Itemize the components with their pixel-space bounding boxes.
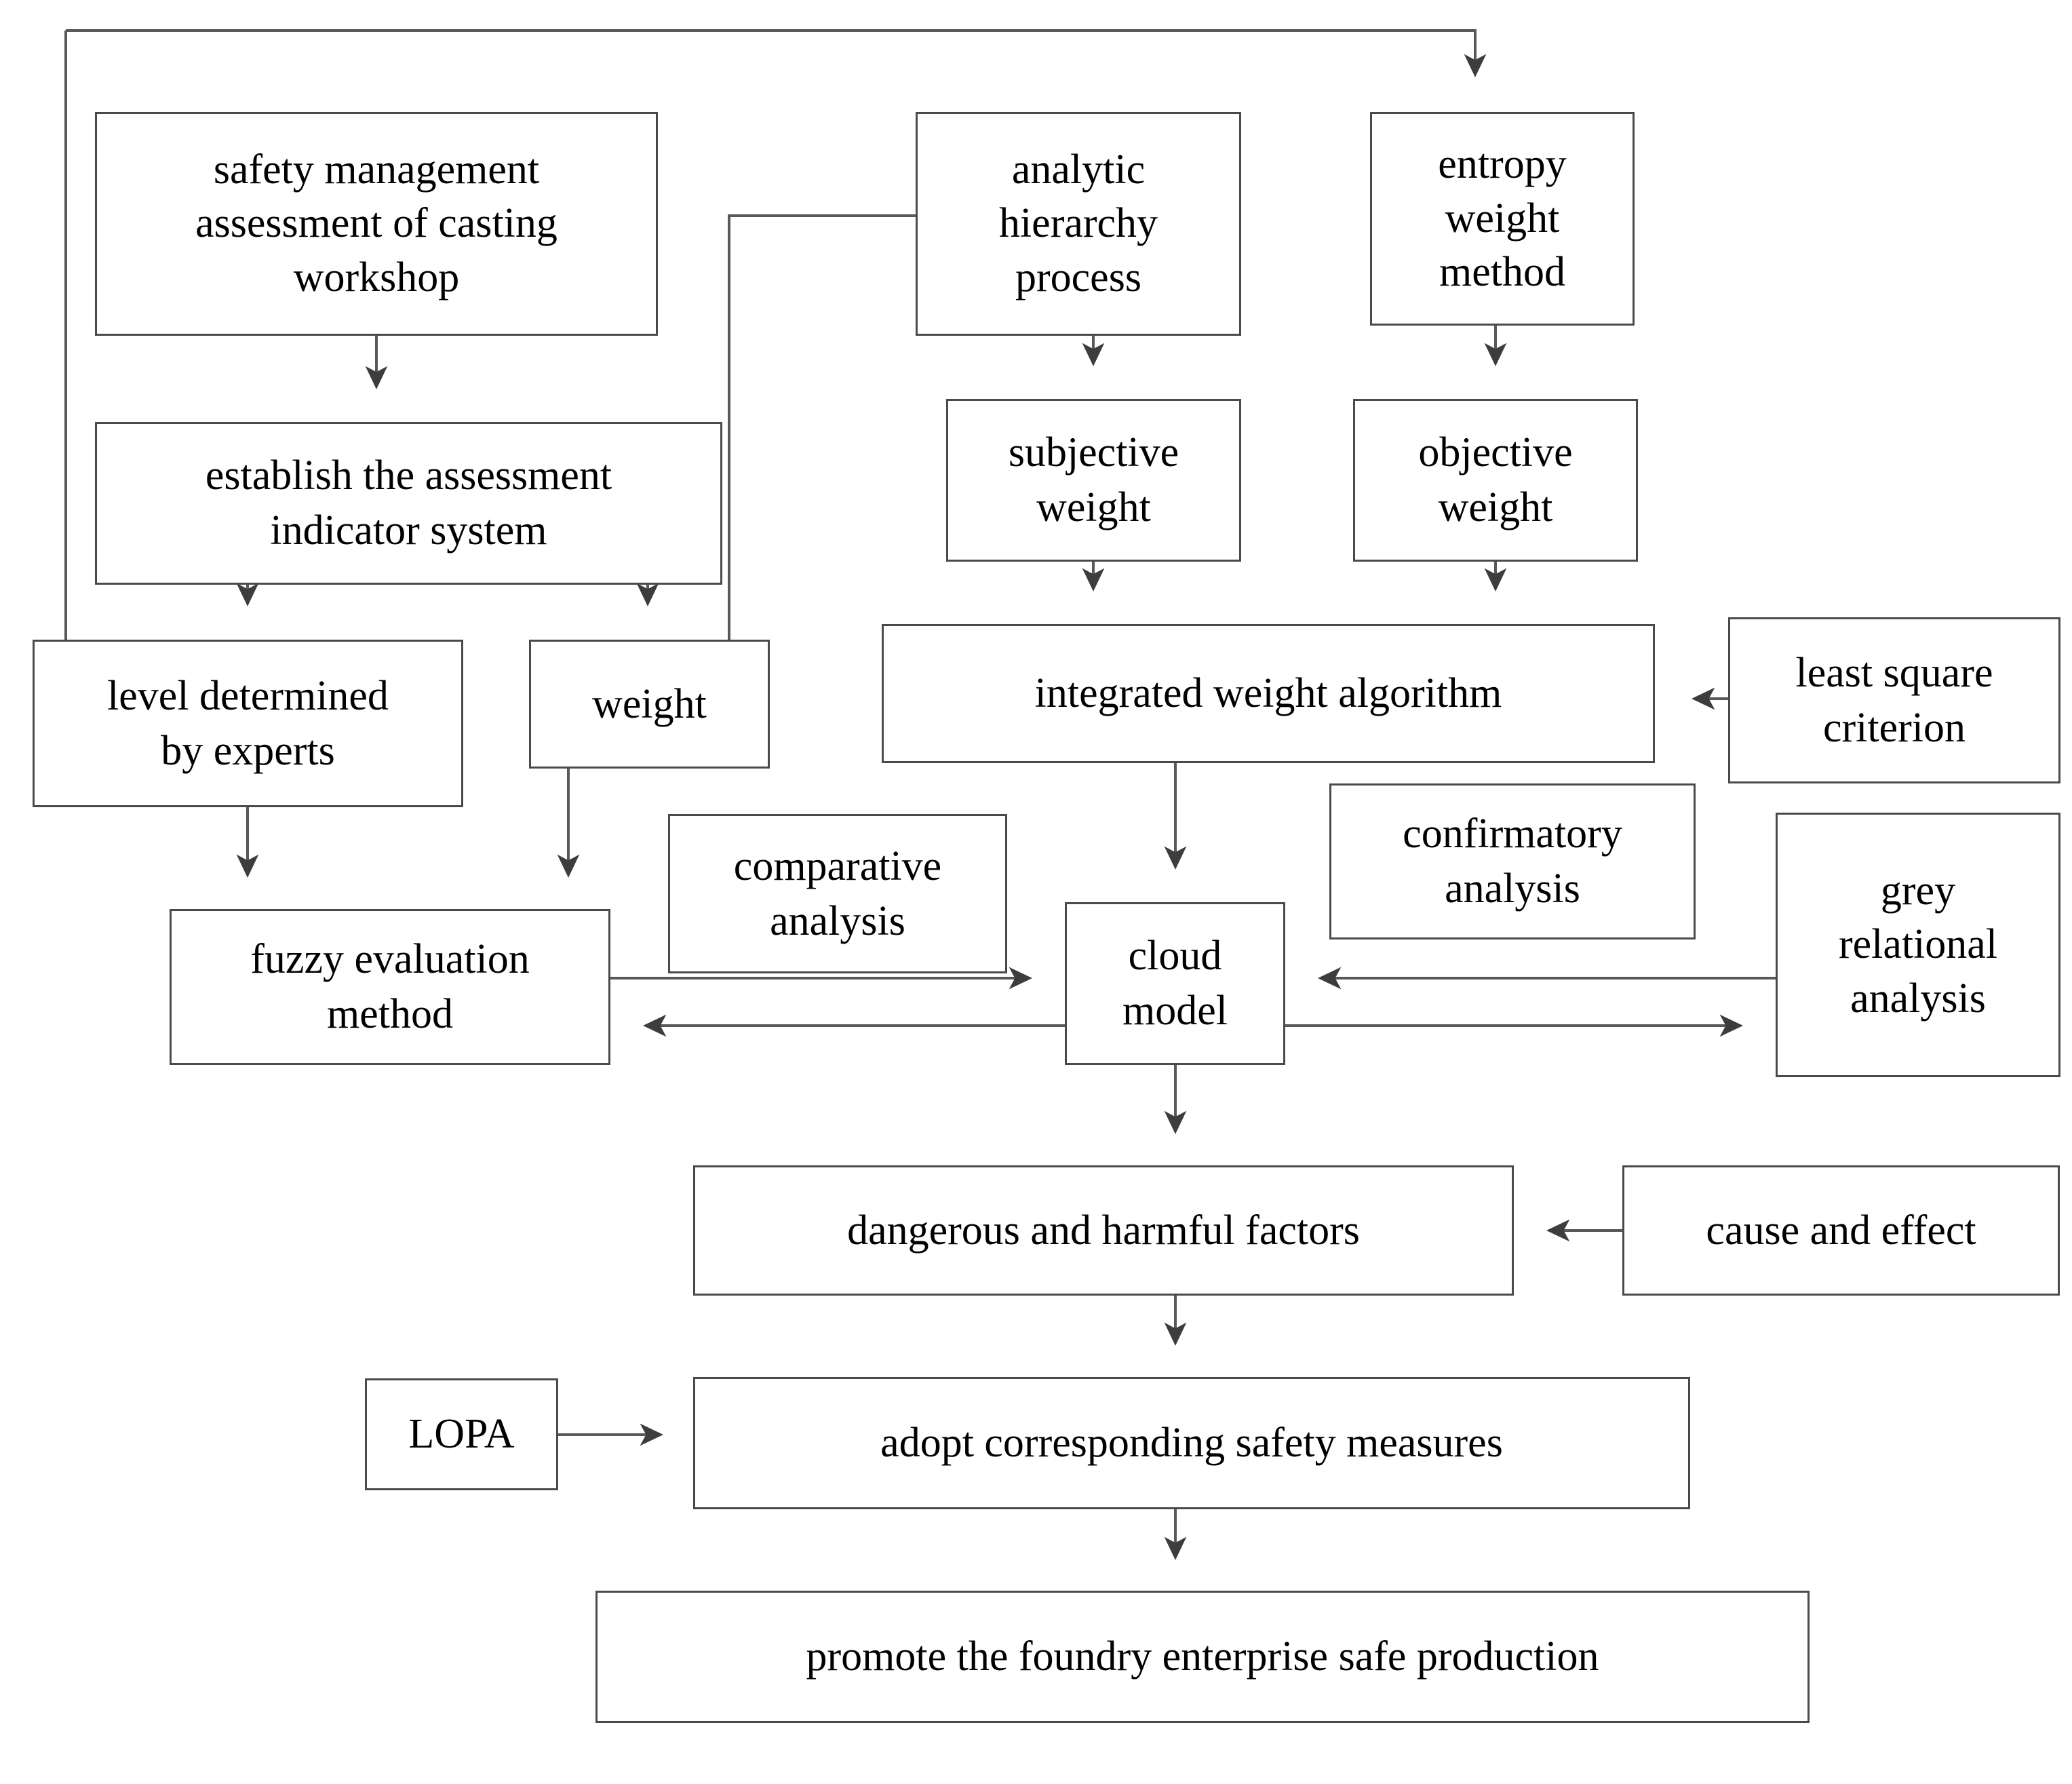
node-cause-and-effect[interactable]: cause and effect bbox=[1622, 1165, 2060, 1296]
node-objective-weight[interactable]: objective weight bbox=[1353, 399, 1638, 562]
node-level-determined-by-experts[interactable]: level determined by experts bbox=[33, 640, 463, 807]
node-safety-management-assessment[interactable]: safety management assessment of casting … bbox=[95, 112, 658, 336]
node-analytic-hierarchy-process[interactable]: analytic hierarchy process bbox=[916, 112, 1241, 336]
node-grey-relational-analysis[interactable]: grey relational analysis bbox=[1776, 813, 2060, 1077]
node-comparative-analysis[interactable]: comparative analysis bbox=[668, 814, 1007, 973]
node-entropy-weight-method[interactable]: entropy weight method bbox=[1370, 112, 1635, 326]
node-confirmatory-analysis[interactable]: confirmatory analysis bbox=[1329, 783, 1696, 939]
node-weight[interactable]: weight bbox=[529, 640, 770, 769]
node-adopt-corresponding-safety-measures[interactable]: adopt corresponding safety measures bbox=[693, 1377, 1690, 1509]
node-fuzzy-evaluation-method[interactable]: fuzzy evaluation method bbox=[170, 909, 610, 1065]
node-establish-assessment-indicator-system[interactable]: establish the assessment indicator syste… bbox=[95, 422, 722, 585]
node-integrated-weight-algorithm[interactable]: integrated weight algorithm bbox=[882, 624, 1655, 763]
node-least-square-criterion[interactable]: least square criterion bbox=[1728, 617, 2060, 783]
node-cloud-model[interactable]: cloud model bbox=[1065, 902, 1285, 1065]
edge-top-loop bbox=[66, 29, 1487, 78]
node-subjective-weight[interactable]: subjective weight bbox=[946, 399, 1241, 562]
node-promote-foundry-enterprise-safe-production[interactable]: promote the foundry enterprise safe prod… bbox=[595, 1591, 1810, 1723]
edge-ahp-weight bbox=[728, 214, 916, 640]
node-lopa[interactable]: LOPA bbox=[365, 1378, 558, 1490]
node-dangerous-and-harmful-factors[interactable]: dangerous and harmful factors bbox=[693, 1165, 1514, 1296]
